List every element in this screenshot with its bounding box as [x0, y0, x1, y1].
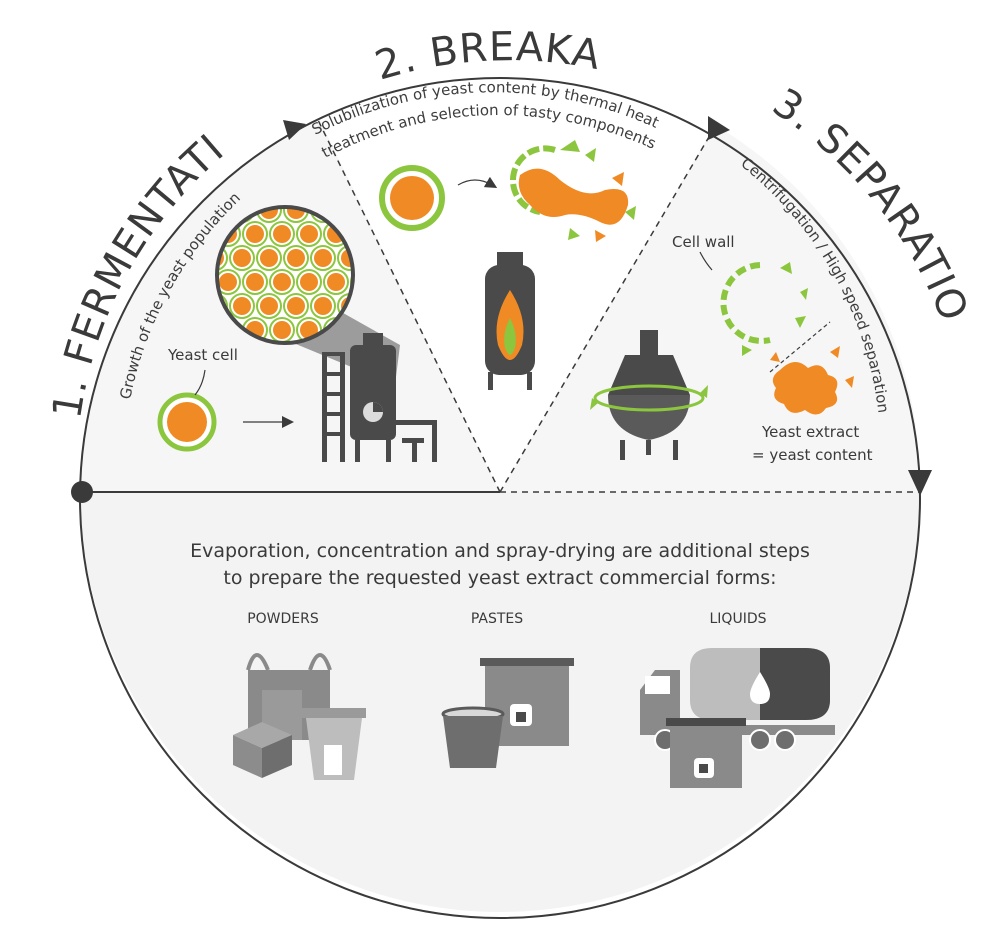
yeast-cell-core [300, 321, 318, 339]
yeast-cell-core [273, 273, 291, 291]
yeast-cell-core [260, 297, 278, 315]
arrow-head-icon [708, 116, 730, 140]
commercial-forms-section: Evaporation, concentration and spray-dry… [190, 540, 835, 788]
bottom-text-line2: to prepare the requested yeast extract c… [223, 567, 776, 589]
yeast-cell-core [260, 249, 278, 267]
yeast-cell-core [287, 297, 305, 315]
callout-line [194, 369, 206, 396]
yeast-cell-core [300, 225, 318, 243]
yeast-cell-core [246, 273, 264, 291]
broken-cell-icon [509, 140, 636, 242]
fermenter-icon [322, 333, 437, 462]
arrow-head-icon [908, 470, 932, 496]
yeast-cell-core [314, 297, 332, 315]
form-label-pastes: PASTES [471, 611, 523, 627]
yeast-cell-core [273, 225, 291, 243]
arrow-head-icon [283, 120, 306, 140]
centrifuge-icon [590, 330, 708, 460]
divider-line-dashed [499, 124, 717, 493]
yeast-content-label: = yeast content [752, 446, 873, 464]
divider-line-dashed [317, 119, 501, 493]
yeast-cell-core [314, 249, 332, 267]
cell-wall-fragments-icon [720, 262, 808, 356]
form-label-powders: POWDERS [247, 611, 319, 627]
yeast-cell-core [273, 321, 291, 339]
heat-reactor-icon [485, 252, 535, 390]
bottom-text-line1: Evaporation, concentration and spray-dry… [190, 540, 810, 562]
yeast-cell-core [327, 273, 345, 291]
start-dot [71, 481, 93, 503]
bucket-icon [441, 706, 505, 768]
box-icon [233, 722, 292, 778]
intact-cell-icon [379, 165, 445, 231]
yeast-cell-core [246, 225, 264, 243]
form-label-liquids: LIQUIDS [710, 611, 767, 627]
breakage-section [379, 140, 636, 390]
callout-line [699, 251, 713, 271]
yeast-cell-icon [157, 392, 217, 452]
yeast-extract-label: Yeast extract [761, 423, 859, 441]
yeast-cell-core [287, 249, 305, 267]
separation-dashed-line [769, 321, 831, 373]
yeast-cell-core [233, 297, 251, 315]
drum-icon [666, 718, 746, 788]
bucket-icon [302, 708, 366, 780]
yeast-extract-splash-icon [770, 346, 854, 415]
cell-wall-label: Cell wall [672, 233, 735, 251]
yeast-cell-core [287, 207, 305, 219]
arrow-icon [457, 176, 498, 189]
yeast-cell-core [233, 249, 251, 267]
separation-section: Cell wall Yeast extract = yeast content [590, 233, 873, 464]
yeast-cell-core [300, 273, 318, 291]
yeast-cell-label: Yeast cell [167, 346, 238, 364]
yeast-cell-core [219, 273, 237, 291]
